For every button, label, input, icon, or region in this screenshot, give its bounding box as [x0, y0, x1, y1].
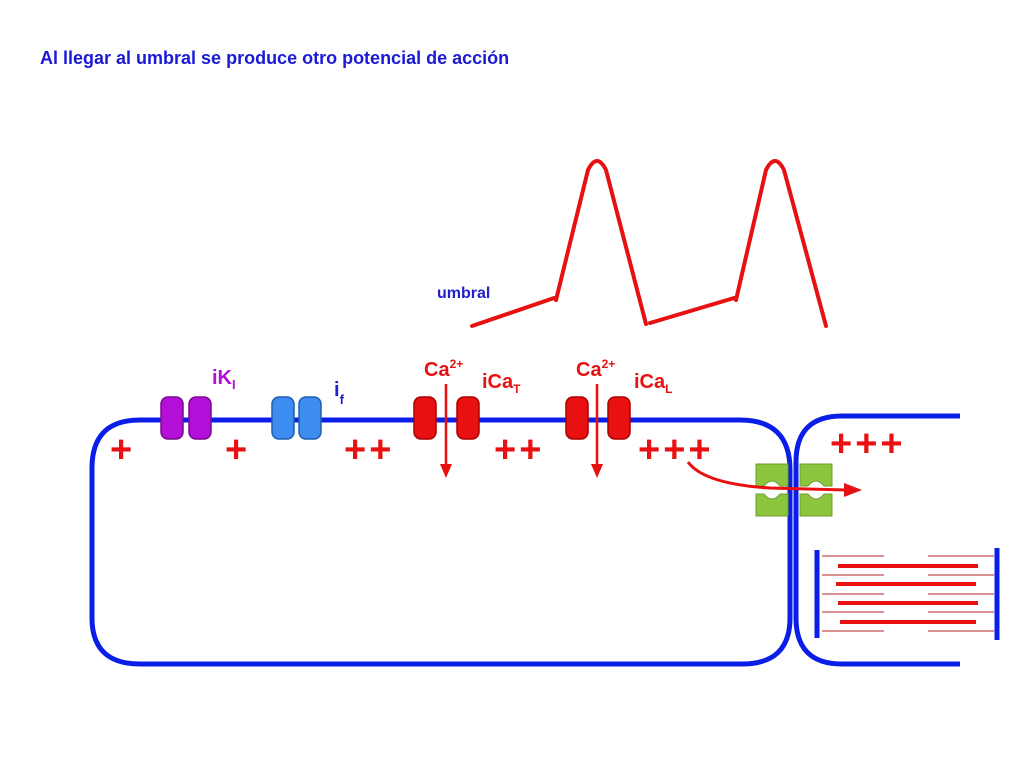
ical-label-sub: L — [665, 382, 672, 396]
if-label-sub: f — [340, 392, 345, 407]
if-label: if — [334, 379, 345, 407]
icat-ca-influx-arrow — [440, 384, 452, 478]
charge-signs: + + ++ ++ +++ +++ — [110, 423, 906, 471]
slide-title: Al llegar al umbral se produce otro pote… — [40, 48, 510, 68]
icat-ion-sup: 2+ — [450, 357, 464, 371]
charge-2: + — [225, 429, 247, 471]
if-channel — [271, 396, 322, 440]
icat-label-sub: T — [513, 382, 521, 396]
myocyte-membrane — [793, 413, 960, 667]
myofibril-icon — [814, 548, 1000, 640]
charge-3: ++ — [344, 429, 394, 471]
action-potential-trace — [470, 159, 828, 328]
ik1-label: iKI — [212, 367, 236, 392]
pacemaker-ramp-1 — [470, 296, 556, 328]
icat-ion-label: Ca2+ — [424, 357, 463, 381]
pacemaker-ramp-2 — [648, 296, 736, 325]
ik1-channel — [160, 396, 212, 440]
current-flow-arrow — [686, 461, 862, 497]
action-potential-2 — [734, 159, 828, 328]
icat-ion-main: Ca — [424, 359, 450, 381]
threshold-label: umbral — [437, 285, 490, 302]
charge-4: ++ — [494, 429, 544, 471]
icat-label-main: iCa — [482, 371, 514, 393]
ical-channel — [565, 396, 631, 440]
ik1-label-sub: I — [232, 377, 236, 392]
ical-label: iCaL — [634, 371, 672, 396]
icat-label: iCaT — [482, 371, 521, 396]
pacemaker-cell-membrane — [89, 417, 793, 667]
action-potential-1 — [554, 159, 648, 326]
connexin-icon — [755, 463, 833, 517]
ical-ion-sup: 2+ — [602, 357, 616, 371]
ical-ion-main: Ca — [576, 359, 602, 381]
ical-ca-influx-arrow — [591, 384, 603, 478]
cell-membrane — [89, 413, 960, 667]
ical-label-main: iCa — [634, 371, 666, 393]
if-label-main: i — [334, 379, 340, 401]
charge-6: +++ — [830, 423, 906, 465]
ical-ion-label: Ca2+ — [576, 357, 615, 381]
charge-1: + — [110, 429, 132, 471]
charge-5: +++ — [638, 429, 714, 471]
ik1-label-main: iK — [212, 367, 233, 389]
icat-channel — [413, 396, 480, 440]
